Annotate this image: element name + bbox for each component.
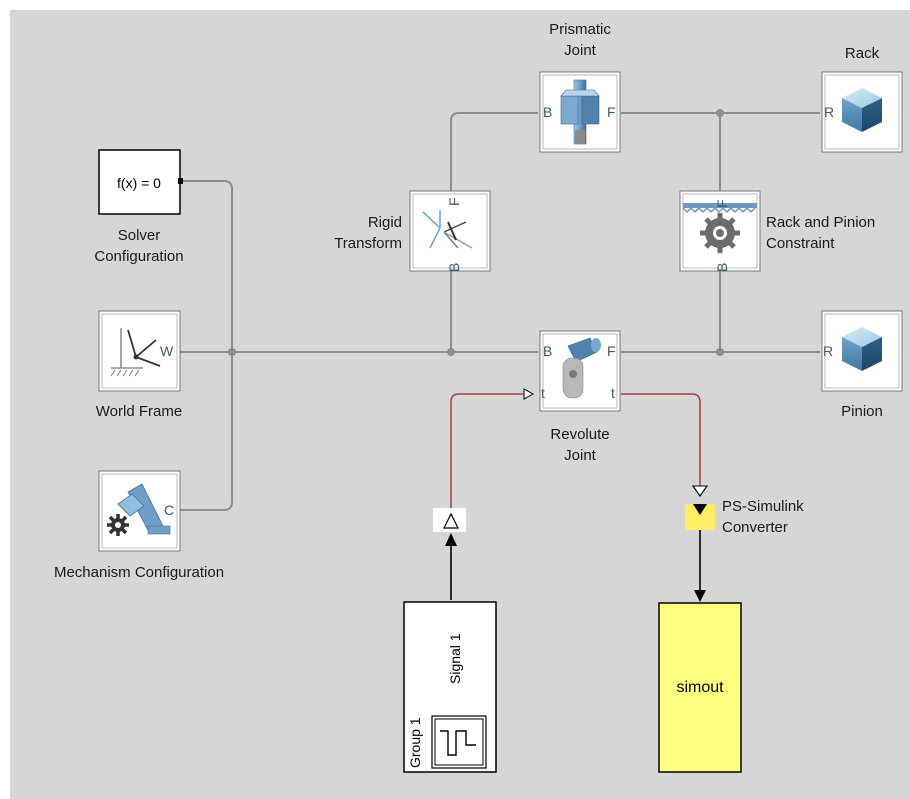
rack-port-r: R: [824, 104, 835, 120]
prismatic-port-b: B: [543, 104, 553, 120]
gear-rack-icon: [682, 203, 757, 253]
rigid-port-b: B: [446, 262, 462, 272]
revolute-port-b: B: [543, 343, 553, 359]
pmc-connector-left[interactable]: [433, 508, 466, 532]
revolute-port-f: F: [607, 343, 616, 359]
frame-axes-icon: [422, 210, 473, 249]
pmc-connector-right[interactable]: [685, 485, 715, 530]
solid-cube-icon: [842, 327, 882, 371]
prismatic-joint-block[interactable]: [539, 71, 621, 153]
rigid-transform-label: Rigid Transform: [334, 214, 402, 252]
signal-builder-block[interactable]: Signal 1 Group 1: [403, 601, 497, 773]
world-frame-label: World Frame: [95, 403, 183, 420]
revolute-joint-label: Revolute Joint: [550, 426, 610, 464]
rack-block[interactable]: [821, 71, 903, 153]
revolute-port-t-out: t: [611, 385, 615, 401]
prismatic-joint-label: Prismatic Joint: [549, 21, 611, 59]
simout-block[interactable]: simout: [658, 602, 742, 773]
signal-arrowhead: [694, 590, 706, 602]
rack-pinion-constraint-block[interactable]: [679, 190, 761, 272]
world-port-w: W: [160, 343, 174, 359]
solid-cube-icon: [842, 88, 882, 132]
prismatic-joint-icon: [560, 79, 600, 145]
revolute-torque-input-port: [523, 388, 535, 400]
rack-pinion-port-f: F: [714, 199, 730, 208]
rack-pinion-port-b: B: [714, 262, 730, 272]
solver-configuration-block[interactable]: f(x) = 0: [98, 149, 183, 215]
mechanism-configuration-label: Mechanism Configuration: [53, 564, 225, 581]
pinion-port-r: R: [823, 343, 834, 359]
rack-label: Rack: [844, 45, 880, 62]
group-name-label: Group 1: [407, 717, 423, 768]
ps-simulink-converter-label: PS-Simulink Converter: [722, 498, 804, 536]
revolute-joint-icon: [562, 337, 601, 399]
rigid-transform-block[interactable]: [409, 190, 491, 272]
simout-text: simout: [676, 679, 724, 696]
signal-arrowhead: [445, 533, 457, 546]
world-frame-block[interactable]: [98, 310, 181, 392]
signal-connections[interactable]: [450, 530, 701, 600]
revolute-joint-block[interactable]: [539, 330, 621, 412]
solver-configuration-label: Solver Configuration: [94, 227, 184, 265]
mechanism-config-icon: [107, 483, 171, 536]
mechanism-configuration-block[interactable]: [98, 470, 181, 552]
rack-pinion-constraint-label: Rack and Pinion Constraint: [766, 214, 876, 252]
physical-signal-connections[interactable]: [450, 393, 701, 508]
rigid-port-f: F: [446, 197, 462, 206]
signal-builder-icon: [431, 715, 487, 769]
signal-name-label: Signal 1: [447, 633, 463, 684]
pinion-label: Pinion: [841, 403, 883, 420]
revolute-port-t-in: t: [541, 385, 545, 401]
world-frame-icon: [110, 328, 161, 377]
pinion-block[interactable]: [821, 310, 903, 392]
prismatic-port-f: F: [607, 104, 616, 120]
mechanism-port-c: C: [164, 502, 175, 518]
solver-text: f(x) = 0: [117, 175, 161, 191]
branch-points: [228, 109, 724, 356]
